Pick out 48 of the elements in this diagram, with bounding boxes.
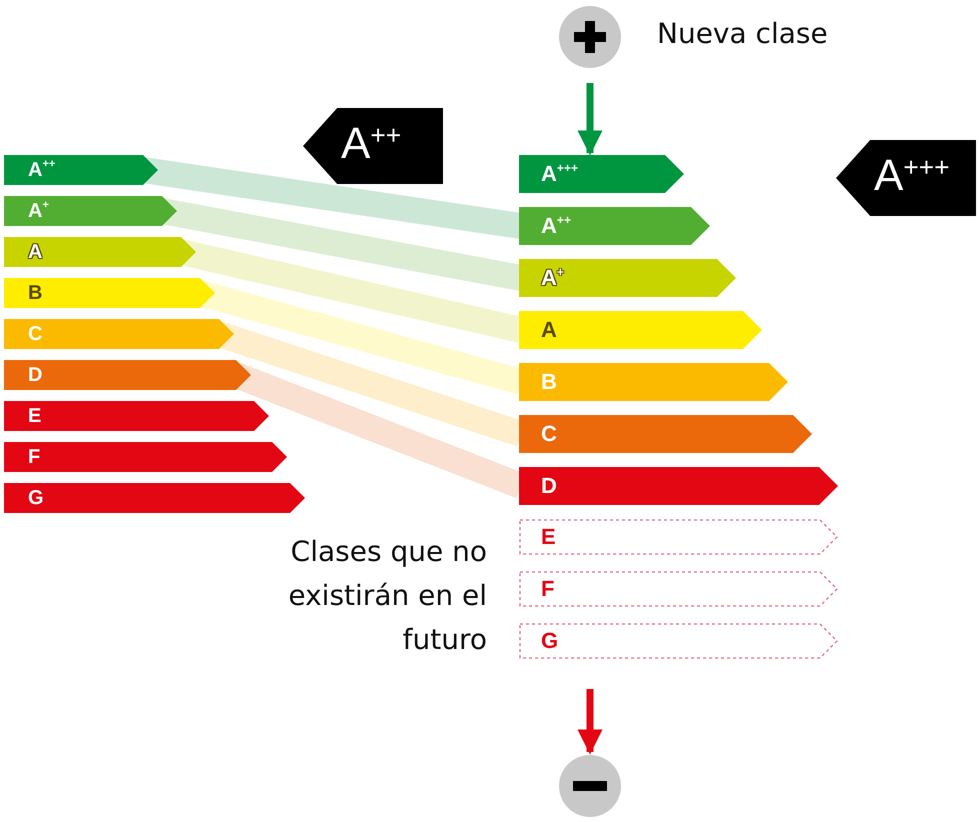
node-caption: Nueva clase: [657, 17, 828, 50]
class-letter: A: [541, 319, 557, 341]
energy-class-bar: [4, 442, 287, 472]
dashed-class-bar: [519, 519, 838, 555]
plus-circle: [558, 5, 622, 69]
energy-class-bar: [4, 196, 177, 226]
arrow: [577, 83, 603, 156]
rating-text: A$^{+++}$: [874, 154, 950, 198]
class-letter: A: [28, 242, 42, 262]
energy-class-bar: [4, 319, 234, 349]
energy-class-bar: [4, 483, 305, 513]
minus-circle: [558, 754, 622, 818]
energy-class-bar: [519, 259, 736, 297]
class-letter: A$^{+}$: [541, 267, 564, 289]
energy-class-bar: [4, 237, 196, 267]
rating-label: [836, 140, 976, 216]
dashed-class-bar: [519, 623, 838, 659]
energy-class-bar: [519, 311, 762, 349]
energy-class-bar: [4, 401, 269, 431]
energy-class-bar: [4, 155, 158, 185]
class-letter: B: [28, 283, 42, 303]
energy-class-bar: [519, 467, 838, 505]
dashed-class-bar: [519, 571, 838, 607]
class-letter: A$^{+++}$: [541, 163, 578, 185]
energy-class-bar: [519, 363, 788, 401]
class-letter: A$^{++}$: [28, 160, 56, 180]
class-letter: C: [541, 423, 557, 445]
class-letter: F: [541, 578, 554, 600]
class-letter: B: [541, 371, 557, 393]
class-letter: D: [541, 475, 557, 497]
class-letter: F: [28, 447, 40, 467]
energy-class-bar: [4, 278, 215, 308]
energy-class-bar: [519, 207, 710, 245]
class-letter: G: [28, 488, 44, 508]
energy-class-bar: [4, 360, 251, 390]
arrow: [577, 689, 603, 755]
class-letter: C: [28, 324, 42, 344]
class-letter: D: [28, 365, 42, 385]
class-letter: E: [541, 526, 556, 548]
note-text: Clases que no existirán en el futuro: [287, 534, 487, 658]
rating-label: [303, 108, 443, 184]
class-letter: E: [28, 406, 42, 426]
energy-class-bar: [519, 155, 684, 193]
class-letter: A$^{+}$: [28, 201, 49, 221]
rating-text: A$^{++}$: [341, 122, 402, 166]
class-letter: A$^{++}$: [541, 215, 572, 237]
energy-class-bar: [519, 415, 812, 453]
class-letter: G: [541, 630, 558, 652]
